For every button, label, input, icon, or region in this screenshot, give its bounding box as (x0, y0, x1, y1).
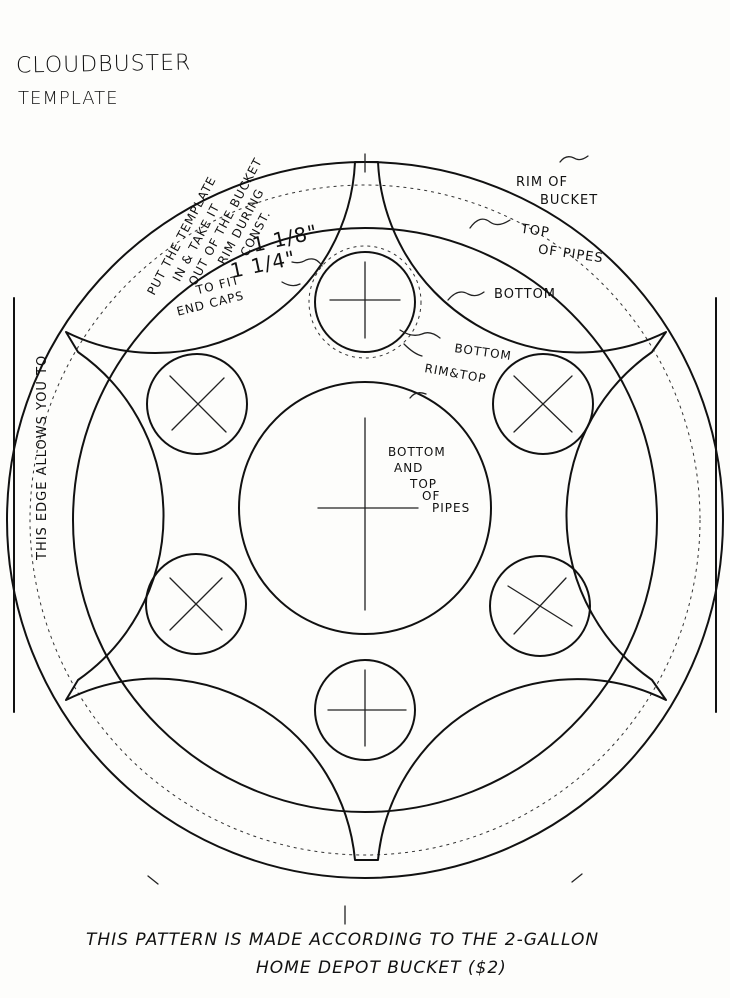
rim-tick-lower-right (571, 873, 583, 883)
center-note-label: BOTTOM AND TOP OF PIPES (388, 445, 470, 515)
top-of-pipes-circle (72, 227, 658, 813)
center-note-leader (409, 392, 427, 399)
svg-text:BOTTOM: BOTTOM (388, 445, 446, 459)
upper-right-cross-b (513, 375, 573, 433)
footer-line-2: HOME DEPOT BUCKET ($2) (256, 958, 507, 978)
inner-rim-guide (29, 184, 701, 856)
svg-text:TOP: TOP (409, 477, 437, 491)
bottom-arc-leader (447, 291, 485, 301)
bottom-ring-label: BOTTOM (454, 341, 513, 363)
top-pipe-circle (314, 251, 416, 353)
upper-right-pipe-circle (492, 353, 594, 455)
rim-and-top-label: RIM&TOP (423, 361, 487, 386)
dim-inner-leader (281, 281, 301, 287)
bottom-pipe-circle (314, 659, 416, 761)
edge-note-label: THIS EDGE ALLOWS YOU TO (35, 355, 50, 561)
svg-text:AND: AND (394, 461, 423, 475)
upper-left-cross-b (171, 377, 225, 431)
rim-of-bucket-label: RIM OF BUCKET (516, 175, 598, 208)
title-line-2: TEMPLATE (18, 88, 119, 109)
svg-text:TOP: TOP (519, 222, 551, 241)
bottom-arc-label: BOTTOM (494, 287, 556, 302)
rim-top-leader (403, 343, 423, 357)
lower-left-cross-b (169, 577, 223, 631)
svg-text:RIM OF: RIM OF (516, 175, 568, 190)
top-pipe-rim-ring (308, 245, 422, 359)
dim-outer-leader (291, 258, 323, 267)
center-pipe-circle (238, 381, 492, 635)
top-of-pipes-leader (469, 218, 511, 229)
upper-left-pipe-circle (146, 353, 248, 455)
svg-text:PIPES: PIPES (432, 501, 470, 515)
lower-right-pipe-circle (489, 555, 591, 657)
svg-text:OF: OF (422, 489, 440, 503)
rim-leader (559, 155, 589, 163)
rim-tick-lower-left (147, 875, 159, 885)
lower-left-pipe-circle (145, 553, 247, 655)
bottom-ring-leader (399, 329, 441, 339)
svg-text:BUCKET: BUCKET (540, 193, 598, 208)
star-outline (65, 161, 667, 861)
footer-line-1: THIS PATTERN IS MADE ACCORDING TO THE 2-… (86, 930, 600, 950)
lower-right-cross-b (513, 577, 567, 635)
